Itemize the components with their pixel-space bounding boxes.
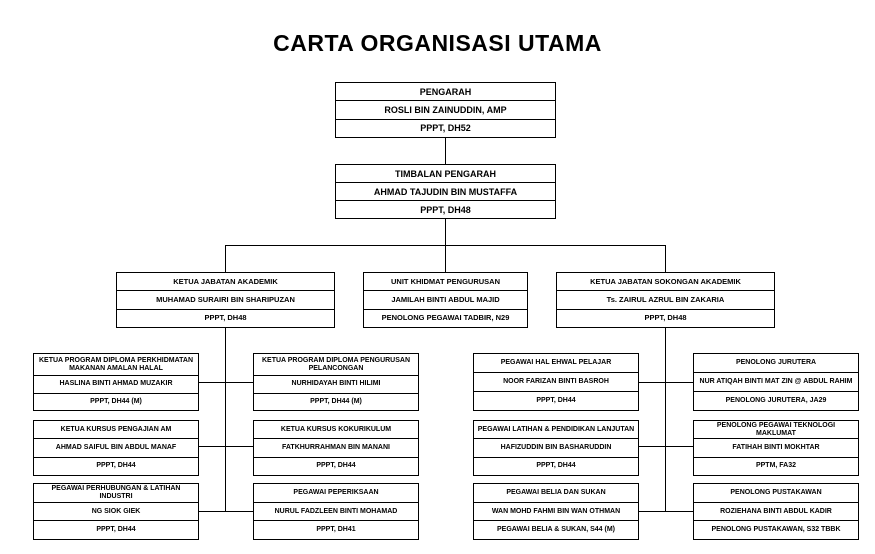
connector [225, 327, 226, 512]
box-title: TIMBALAN PENGARAH [395, 168, 496, 179]
box-name: WAN MOHD FAHMI BIN WAN OTHMAN [474, 501, 638, 521]
box-title: PENOLONG PEGAWAI TEKNOLOGI MAKLUMAT [716, 421, 836, 437]
box-grade: PPPT, DH44 (M) [254, 392, 418, 410]
box-title: KETUA PROGRAM DIPLOMA PENGURUSAN PELANCO… [261, 356, 411, 372]
box-name: AHMAD TAJUDIN BIN MUSTAFFA [336, 182, 555, 200]
box-grade: PENOLONG PUSTAKAWAN, S32 TBBK [694, 520, 858, 539]
box-name: NG SIOK GIEK [34, 501, 198, 521]
connector [665, 245, 666, 273]
connector [198, 382, 253, 383]
box-name: HAFIZUDDIN BIN BASHARUDDIN [474, 438, 638, 456]
connector [225, 245, 665, 246]
box-pengarah: PENGARAH ROSLI BIN ZAINUDDIN, AMP PPPT, … [335, 82, 556, 138]
box-program-pelancongan: KETUA PROGRAM DIPLOMA PENGURUSAN PELANCO… [253, 353, 419, 411]
box-grade: PPPT, DH44 [474, 456, 638, 475]
connector [198, 446, 253, 447]
box-grade: PPPT, DH44 (M) [34, 392, 198, 410]
box-title: KETUA KURSUS PENGAJIAN AM [60, 425, 172, 433]
box-grade: PENOLONG PEGAWAI TADBIR, N29 [364, 308, 527, 327]
box-belia-sukan: PEGAWAI BELIA DAN SUKAN WAN MOHD FAHMI B… [473, 483, 639, 540]
connector [445, 137, 446, 165]
connector [225, 245, 226, 273]
box-title: KETUA JABATAN AKADEMIK [173, 276, 278, 286]
box-grade: PPPT, DH48 [336, 200, 555, 218]
box-title: PEGAWAI PERHUBUNGAN & LATIHAN INDUSTRI [51, 484, 181, 500]
box-penolong-jurutera: PENOLONG JURUTERA NUR ATIQAH BINTI MAT Z… [693, 353, 859, 411]
box-name: NUR ATIQAH BINTI MAT ZIN @ ABDUL RAHIM [694, 372, 858, 391]
box-title: PEGAWAI HAL EHWAL PELAJAR [500, 359, 612, 366]
box-name: NURHIDAYAH BINTI HILIMI [254, 375, 418, 392]
box-grade: PPPT, DH44 [254, 456, 418, 475]
box-name: Ts. ZAIRUL AZRUL BIN ZAKARIA [557, 290, 774, 308]
box-name: ROZIEHANA BINTI ABDUL KADIR [694, 501, 858, 521]
box-name: NOOR FARIZAN BINTI BASROH [474, 372, 638, 391]
connector [638, 382, 694, 383]
box-name: FATKHURRAHMAN BIN MANANI [254, 438, 418, 456]
box-ketua-jabatan-sokongan: KETUA JABATAN SOKONGAN AKADEMIK Ts. ZAIR… [556, 272, 775, 328]
box-grade: PPPT, DH44 [474, 391, 638, 410]
box-grade: PEGAWAI BELIA & SUKAN, S44 (M) [474, 520, 638, 539]
box-title: PENOLONG JURUTERA [735, 359, 817, 366]
box-perhubungan-latihan-industri: PEGAWAI PERHUBUNGAN & LATIHAN INDUSTRI N… [33, 483, 199, 540]
box-timbalan-pengarah: TIMBALAN PENGARAH AHMAD TAJUDIN BIN MUST… [335, 164, 556, 219]
box-kursus-kokurikulum: KETUA KURSUS KOKURIKULUM FATKHURRAHMAN B… [253, 420, 419, 476]
box-title: PEGAWAI PEPERIKSAAN [293, 488, 379, 496]
box-title: UNIT KHIDMAT PENGURUSAN [390, 276, 501, 286]
box-title: KETUA KURSUS KOKURIKULUM [280, 425, 392, 433]
box-title: PENOLONG PUSTAKAWAN [730, 488, 822, 496]
box-title: PEGAWAI BELIA DAN SUKAN [506, 488, 606, 496]
box-grade: PPPT, DH48 [117, 308, 334, 327]
box-name: FATIHAH BINTI MOKHTAR [694, 438, 858, 456]
connector [638, 511, 694, 512]
box-grade: PENOLONG JURUTERA, JA29 [694, 391, 858, 410]
box-grade: PPPT, DH44 [34, 456, 198, 475]
box-kursus-pengajian-am: KETUA KURSUS PENGAJIAN AM AHMAD SAIFUL B… [33, 420, 199, 476]
box-ketua-jabatan-akademik: KETUA JABATAN AKADEMIK MUHAMAD SURAIRI B… [116, 272, 335, 328]
box-title: PEGAWAI LATIHAN & PENDIDIKAN LANJUTAN [477, 425, 635, 433]
box-name: ROSLI BIN ZAINUDDIN, AMP [336, 100, 555, 118]
box-grade: PPPT, DH52 [336, 118, 555, 137]
box-pegawai-peperiksaan: PEGAWAI PEPERIKSAAN NURUL FADZLEEN BINTI… [253, 483, 419, 540]
box-hal-ehwal-pelajar: PEGAWAI HAL EHWAL PELAJAR NOOR FARIZAN B… [473, 353, 639, 411]
chart-title: CARTA ORGANISASI UTAMA [273, 30, 602, 56]
connector [665, 327, 666, 512]
box-grade: PPTM, FA32 [694, 456, 858, 475]
connector [638, 446, 694, 447]
box-teknologi-maklumat: PENOLONG PEGAWAI TEKNOLOGI MAKLUMAT FATI… [693, 420, 859, 476]
box-grade: PPPT, DH44 [34, 520, 198, 539]
box-title: PENGARAH [419, 86, 472, 97]
connector [198, 511, 253, 512]
box-title: KETUA JABATAN SOKONGAN AKADEMIK [590, 276, 741, 286]
box-name: AHMAD SAIFUL BIN ABDUL MANAF [34, 438, 198, 456]
box-latihan-pendidikan-lanjutan: PEGAWAI LATIHAN & PENDIDIKAN LANJUTAN HA… [473, 420, 639, 476]
box-name: NURUL FADZLEEN BINTI MOHAMAD [254, 501, 418, 521]
box-unit-khidmat-pengurusan: UNIT KHIDMAT PENGURUSAN JAMILAH BINTI AB… [363, 272, 528, 328]
box-program-makanan-halal: KETUA PROGRAM DIPLOMA PERKHIDMATAN MAKAN… [33, 353, 199, 411]
box-name: MUHAMAD SURAIRI BIN SHARIPUZAN [117, 290, 334, 308]
box-grade: PPPT, DH41 [254, 520, 418, 539]
box-grade: PPPT, DH48 [557, 308, 774, 327]
box-name: HASLINA BINTI AHMAD MUZAKIR [34, 375, 198, 392]
box-penolong-pustakawan: PENOLONG PUSTAKAWAN ROZIEHANA BINTI ABDU… [693, 483, 859, 540]
box-title: KETUA PROGRAM DIPLOMA PERKHIDMATAN MAKAN… [39, 356, 193, 372]
box-name: JAMILAH BINTI ABDUL MAJID [364, 290, 527, 308]
